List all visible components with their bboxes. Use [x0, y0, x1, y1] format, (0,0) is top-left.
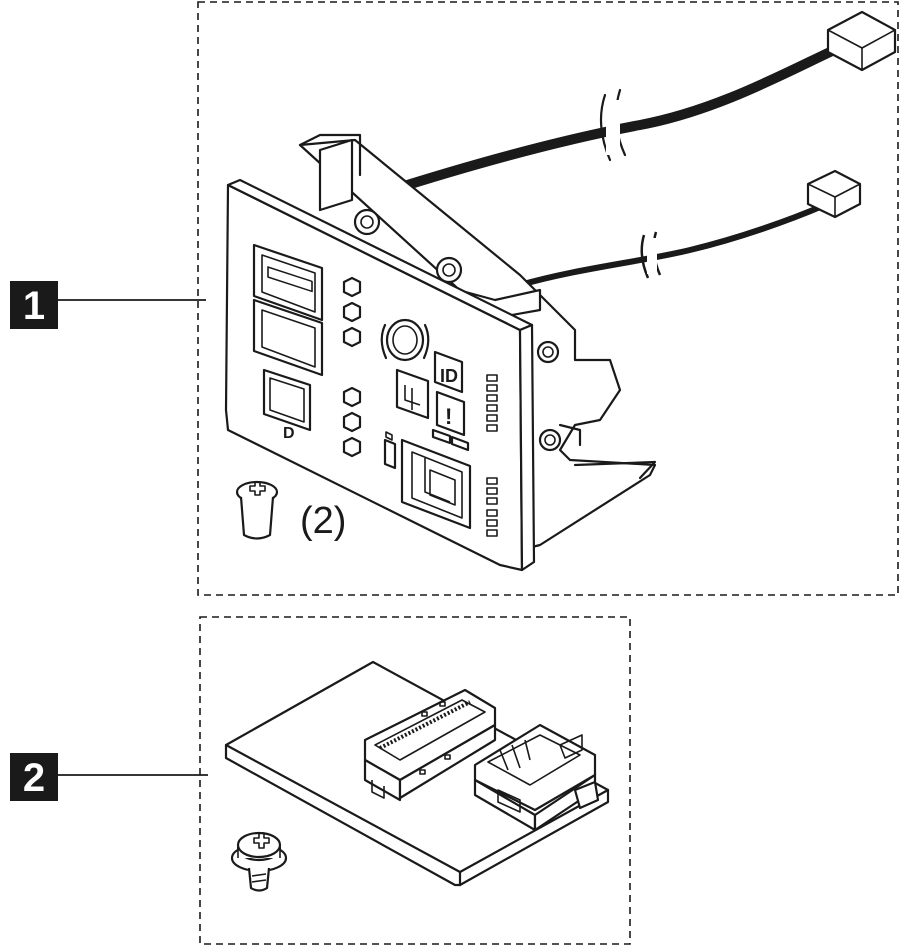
washer-screw-icon	[230, 831, 288, 892]
upper-cable-connector	[826, 10, 897, 72]
callout-1: 1	[10, 281, 206, 329]
small-switch	[383, 431, 397, 470]
error-led-icon: !	[431, 390, 470, 452]
callout-2-label: 2	[23, 756, 45, 800]
group-2-frame	[199, 616, 631, 945]
lower-cable-connector	[806, 169, 862, 219]
screw-quantity: (2)	[300, 500, 346, 542]
usb-port-3	[262, 368, 312, 432]
display-port	[400, 438, 472, 530]
ribbon-connector-icon	[363, 688, 497, 802]
led-column-upper	[342, 276, 362, 348]
usb-port-icon: D	[283, 425, 295, 442]
network-icon	[395, 368, 430, 420]
led-column-lower	[342, 386, 362, 458]
callout-1-box	[10, 281, 58, 329]
callout-1-label: 1	[23, 284, 45, 328]
svg-text:!: !	[445, 404, 452, 429]
vent-slots-lower	[486, 477, 498, 537]
vent-slots-upper	[486, 374, 498, 432]
usb-port-2	[252, 298, 324, 377]
screw-icon	[235, 480, 279, 540]
svg-text:ID: ID	[440, 366, 458, 386]
front-panel: D ID	[224, 178, 536, 572]
id-button-icon: ID	[433, 350, 464, 394]
upper-cable	[380, 10, 897, 197]
group-1-frame	[197, 1, 899, 596]
lower-cable	[517, 169, 862, 288]
power-button-icon	[380, 318, 430, 362]
callout-2: 2	[10, 753, 208, 801]
callout-2-box	[10, 753, 58, 801]
usb-receptacle	[473, 723, 600, 832]
usb-port-1	[252, 243, 324, 322]
